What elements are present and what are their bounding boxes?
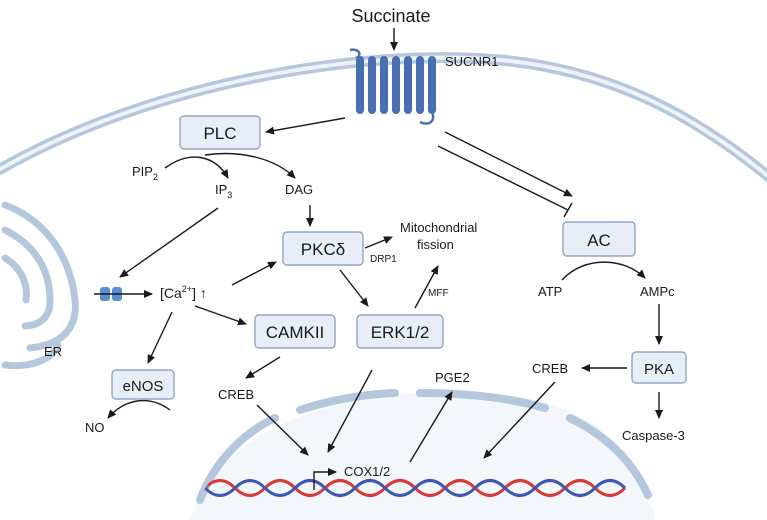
dag-label: DAG	[285, 182, 313, 197]
cox-label: COX1/2	[344, 464, 390, 479]
title-succinate: Succinate	[351, 6, 430, 26]
sucnr1-label: SUCNR1	[445, 54, 498, 69]
creb-left-label: CREB	[218, 387, 254, 402]
caspase-label: Caspase-3	[622, 428, 685, 443]
arrow-pkcd-mito	[364, 236, 393, 249]
inhibit-bar	[563, 202, 573, 218]
pka-box	[631, 351, 687, 384]
arrow-cox-pge2	[409, 391, 453, 463]
camkii-box	[254, 314, 336, 349]
arrow-camkii-creb	[245, 356, 281, 379]
calcium-label: [Ca2+] ↑	[160, 284, 207, 301]
er-label: ER	[44, 344, 62, 359]
mito-label-1: Mitochondrial	[400, 220, 477, 235]
arrow-pkcd-erk	[339, 269, 369, 307]
arrow-erk-mito	[414, 265, 439, 309]
arrow-pip2-ip3	[164, 156, 229, 179]
pkcd-box	[282, 231, 364, 266]
inhibit-receptor-ac	[437, 145, 569, 211]
camkii-label: CAMKII	[266, 323, 325, 342]
ac-box	[562, 221, 636, 257]
arrow-receptor-ac	[444, 131, 573, 197]
pka-label: PKA	[644, 361, 674, 378]
arrow-atp-ampc	[561, 261, 646, 281]
arrow-creb-nucleus	[483, 381, 556, 459]
atp-label: ATP	[538, 284, 562, 299]
arrow-gene-cox	[313, 468, 337, 490]
arrow-ca-camkii	[194, 305, 247, 326]
plc-box	[179, 115, 261, 150]
drp1-label: DRP1	[370, 254, 397, 265]
enos-box	[111, 369, 175, 400]
arrow-enos-no	[107, 399, 171, 419]
pip2-label: PIP2	[132, 164, 158, 182]
pge2-label: PGE2	[435, 370, 470, 385]
ampc-label: AMPc	[640, 284, 675, 299]
arrow-ca-enos	[147, 311, 173, 364]
arrow-receptor-plc	[265, 117, 346, 135]
enos-label: eNOS	[123, 378, 164, 395]
creb-right-label: CREB	[532, 361, 568, 376]
erk-label: ERK1/2	[371, 323, 430, 342]
sucnr1-receptor-icon	[349, 48, 436, 125]
erk-box	[356, 314, 444, 349]
ac-label: AC	[587, 231, 611, 250]
mff-label: MFF	[428, 288, 449, 299]
arrow-ca-pkcd	[231, 261, 277, 286]
arrow-ip3-channel	[119, 207, 219, 278]
nucleus	[190, 389, 655, 520]
dna-helix-icon	[203, 479, 627, 497]
pathway-arrows	[94, 28, 663, 490]
arrow-creb-cox	[256, 404, 309, 456]
arrow-erk-cox	[327, 369, 373, 453]
arrow-pip2-dag	[204, 152, 296, 179]
ip3-label: IP3	[215, 182, 232, 200]
mito-label-2: fission	[417, 237, 454, 252]
no-label: NO	[85, 420, 105, 435]
pkcd-label: PKCδ	[301, 240, 345, 259]
plc-label: PLC	[203, 124, 236, 143]
er-structure	[1, 201, 79, 370]
